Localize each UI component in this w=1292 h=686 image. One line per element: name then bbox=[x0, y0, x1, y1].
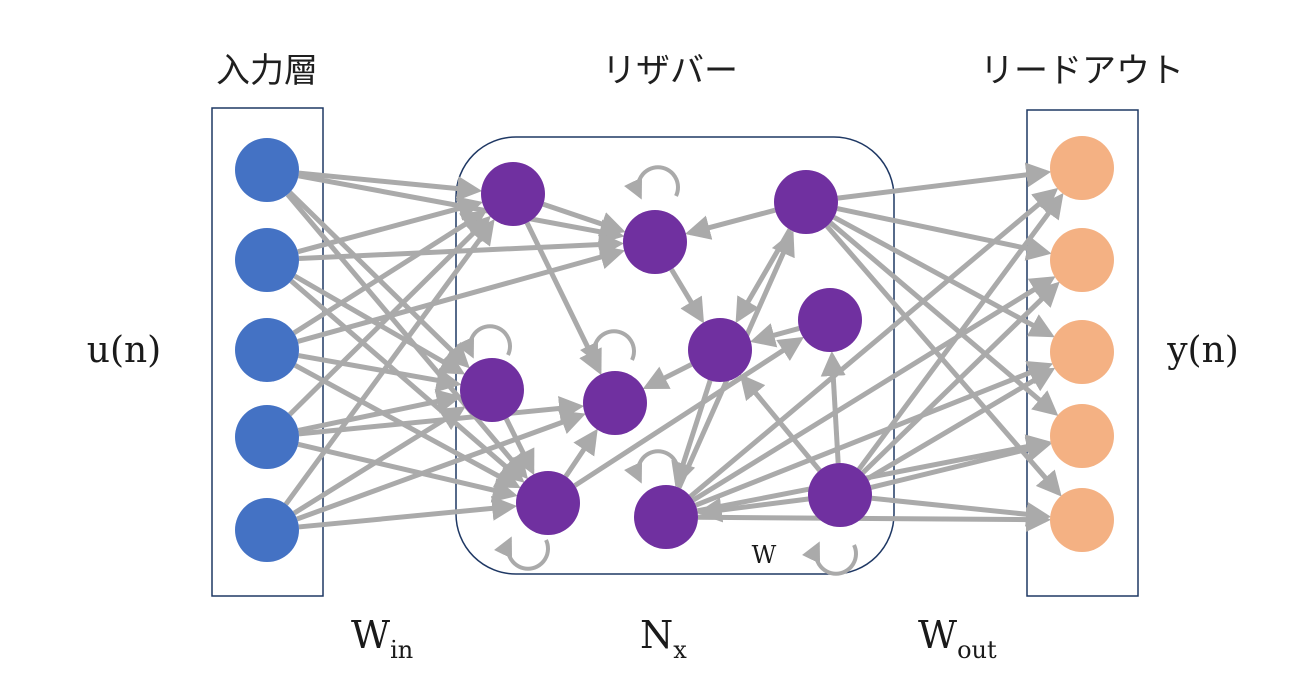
output-weight-label-base: W bbox=[918, 613, 957, 657]
output-edge-r2-o2 bbox=[832, 215, 1055, 338]
reservoir-node-r7 bbox=[798, 288, 862, 352]
input-layer-frame bbox=[211, 107, 324, 597]
input-weight-label-subscript: in bbox=[390, 636, 413, 664]
input-edge-i1-r4 bbox=[293, 273, 466, 375]
reservoir-edge-r9-r8 bbox=[696, 496, 809, 523]
reservoir-node-r1 bbox=[623, 210, 687, 274]
output-node-o1 bbox=[1050, 228, 1114, 292]
output-weight-edges bbox=[688, 162, 1064, 533]
reservoir-edge-r2-r3 bbox=[735, 228, 793, 324]
input-edge-i3-r6 bbox=[297, 441, 518, 503]
output-weight-label: Wout bbox=[918, 613, 997, 664]
output-edge-r9-o4 bbox=[871, 495, 1052, 527]
output-edge-r2-o1 bbox=[836, 206, 1052, 261]
readout-frame bbox=[1026, 109, 1139, 597]
reservoir-edge-r3-r5 bbox=[642, 362, 693, 390]
output-edge-r8-o2 bbox=[694, 361, 1054, 508]
readout-title: リードアウト bbox=[980, 51, 1184, 91]
reservoir-node-r3 bbox=[688, 318, 752, 382]
input-edge-i2-r1 bbox=[297, 244, 626, 344]
output-edge-r9-o1 bbox=[861, 281, 1060, 475]
reservoir-size-label: Nx bbox=[640, 613, 687, 664]
reservoir-size-label-base: N bbox=[640, 613, 673, 657]
self-loop-r9 bbox=[802, 541, 858, 576]
self-loop-r7 bbox=[624, 449, 680, 484]
input-edge-i4-r5 bbox=[296, 410, 586, 522]
input-edge-i4-r4 bbox=[292, 406, 466, 516]
output-edge-r2-o0 bbox=[837, 162, 1052, 201]
reservoir-edge-r1-r3 bbox=[669, 268, 705, 324]
self-loop-arrows bbox=[456, 165, 858, 576]
reservoir-edge-r4-r6 bbox=[503, 417, 535, 476]
self-loop-r5 bbox=[580, 329, 636, 364]
output-signal-label: y(n) bbox=[1166, 330, 1239, 371]
input-edge-i1-r6 bbox=[289, 279, 525, 483]
input-weight-label: Win bbox=[351, 613, 413, 664]
input-node-i3 bbox=[235, 405, 299, 469]
input-edge-i3-r4 bbox=[297, 389, 462, 433]
input-layer-title: 入力層 bbox=[216, 51, 318, 91]
reservoir-node-r4 bbox=[460, 358, 524, 422]
input-node-i0 bbox=[235, 138, 299, 202]
reservoir-node-r0 bbox=[481, 162, 545, 226]
input-edge-i2-r0 bbox=[292, 210, 487, 335]
reservoir-edge-r0-r1 bbox=[542, 201, 626, 236]
reservoir-weight-label: W bbox=[752, 541, 777, 569]
output-node-o4 bbox=[1050, 488, 1114, 552]
self-loop-r4 bbox=[456, 324, 512, 359]
output-node-o3 bbox=[1050, 404, 1114, 468]
input-weight-edges bbox=[283, 170, 626, 530]
input-node-i1 bbox=[235, 228, 299, 292]
input-edge-i4-r6 bbox=[298, 495, 518, 530]
reservoir-edge-r3-r8 bbox=[671, 379, 713, 488]
self-loop-r6 bbox=[494, 536, 550, 571]
input-edge-i1-r1 bbox=[298, 232, 625, 262]
input-edge-i4-r0 bbox=[283, 219, 495, 506]
reservoir-node-r5 bbox=[583, 371, 647, 435]
neuron-nodes bbox=[235, 136, 1114, 562]
output-node-o2 bbox=[1050, 320, 1114, 384]
output-edge-r8-o4 bbox=[697, 507, 1052, 533]
reservoir-node-r2 bbox=[774, 170, 838, 234]
reservoir-edge-r2-r1 bbox=[684, 207, 776, 240]
reservoir-title: リザバー bbox=[602, 51, 738, 91]
reservoir-node-r6 bbox=[516, 471, 580, 535]
output-edge-r8-o1 bbox=[691, 276, 1056, 503]
output-edge-r9-o2 bbox=[866, 367, 1056, 481]
output-edge-r9-o3 bbox=[870, 437, 1052, 490]
output-edge-r8-o0 bbox=[688, 187, 1059, 499]
input-signal-label: u(n) bbox=[87, 330, 161, 371]
input-node-i4 bbox=[235, 498, 299, 562]
reservoir-size-label-subscript: x bbox=[673, 636, 687, 664]
output-weight-label-subscript: out bbox=[957, 636, 997, 664]
self-loop-r0 bbox=[624, 165, 680, 200]
input-node-i2 bbox=[235, 318, 299, 382]
input-edge-i1-r0 bbox=[297, 196, 484, 255]
input-edge-i2-r4 bbox=[298, 353, 462, 393]
reservoir-node-r9 bbox=[808, 463, 872, 527]
reservoir-edge-r7-r3 bbox=[749, 323, 800, 348]
input-weight-label-base: W bbox=[351, 613, 390, 657]
reservoir-edge-r6-r7 bbox=[573, 336, 804, 488]
output-edge-r2-o3 bbox=[828, 220, 1059, 416]
input-edge-i0-r0 bbox=[298, 170, 483, 202]
input-edge-i3-r0 bbox=[288, 215, 491, 417]
output-node-o0 bbox=[1050, 136, 1114, 200]
reservoir-edge-r9-r3 bbox=[739, 373, 822, 472]
output-edge-r9-o0 bbox=[857, 192, 1064, 471]
reservoir-node-r8 bbox=[634, 485, 698, 549]
reservoir-edge-r6-r5 bbox=[563, 428, 598, 478]
